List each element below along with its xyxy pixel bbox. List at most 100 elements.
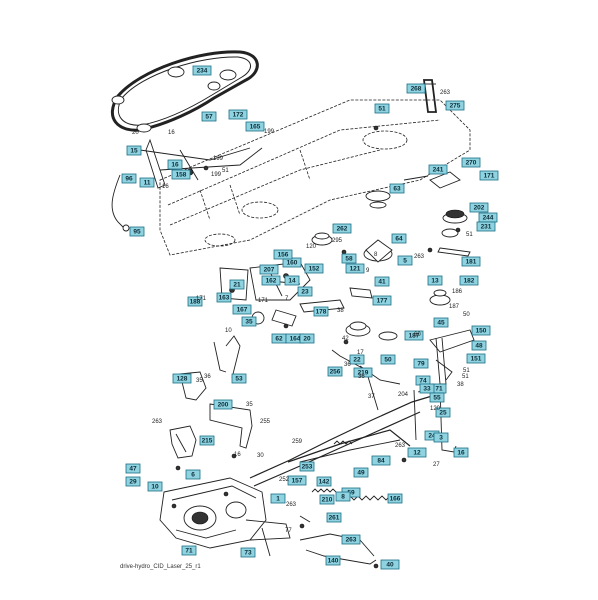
part-callout: 64: [391, 233, 407, 244]
part-number-label: 295: [332, 238, 343, 244]
part-callout: 181: [461, 256, 481, 267]
callout-number: 187: [409, 332, 420, 339]
part-callout: 47: [125, 463, 141, 474]
part-callout: 20: [299, 333, 315, 344]
callout-box: [192, 65, 212, 76]
callout-box: [216, 292, 232, 303]
part-callout: 48: [471, 340, 487, 351]
part-number-label: 259: [292, 439, 303, 445]
part-callout: 73: [240, 547, 256, 558]
callout-box: [419, 383, 435, 394]
callout-number: 41: [378, 278, 386, 285]
part-callout: 187: [404, 330, 424, 341]
callout-box: [435, 407, 451, 418]
callout-box: [349, 354, 365, 365]
part-number-label: 20: [132, 130, 139, 136]
part-callout: 71: [181, 545, 197, 556]
callout-box: [273, 249, 293, 260]
part-callout: 11: [139, 177, 155, 188]
right-linkage: [331, 329, 475, 453]
part-number-label: 77: [285, 528, 292, 534]
callout-number: 73: [244, 549, 252, 556]
callout-box: [213, 399, 233, 410]
callout-box: [129, 226, 145, 237]
callout-number: 24: [428, 432, 436, 439]
callout-number: 215: [202, 437, 213, 444]
callout-box: [147, 481, 163, 492]
callout-number: 58: [345, 255, 353, 262]
part-callout: 268: [406, 83, 426, 94]
callout-number: 50: [384, 356, 392, 363]
callout-box: [335, 491, 351, 502]
part-callout: 50: [380, 354, 396, 365]
callout-box: [126, 145, 142, 156]
part-number-label: 51: [222, 168, 229, 174]
callout-box: [429, 392, 445, 403]
part-number-label: 120: [306, 244, 317, 250]
callout-number: 156: [278, 251, 289, 258]
callout-number: 178: [316, 308, 327, 315]
callout-number: 256: [330, 368, 341, 375]
part-callout: 23: [297, 286, 313, 297]
part-callout: 41: [374, 276, 390, 287]
part-callout: 55: [429, 392, 445, 403]
callout-number: 253: [302, 463, 313, 470]
callout-number: 188: [190, 298, 201, 305]
callout-box: [380, 559, 400, 570]
part-number-label: 42: [342, 336, 349, 342]
part-callout: 79: [413, 358, 429, 369]
part-callout: 58: [341, 253, 357, 264]
part-callout: 45: [433, 317, 449, 328]
callout-box: [389, 183, 405, 194]
part-callout: 57: [201, 111, 217, 122]
callout-number: 158: [176, 171, 187, 178]
part-number-label: 263: [286, 502, 297, 508]
part-callout: 167: [232, 304, 252, 315]
part-number-label: 186: [452, 289, 463, 295]
part-callout: 25: [435, 407, 451, 418]
part-callout: 16: [167, 159, 183, 170]
part-callout: 253: [299, 461, 315, 472]
part-callout: 234: [192, 65, 212, 76]
callout-number: 128: [177, 375, 188, 382]
callout-number: 21: [233, 281, 241, 288]
part-number-label: 7: [285, 296, 289, 302]
callout-box: [201, 111, 217, 122]
callout-number: 207: [264, 266, 275, 273]
part-callout: 84: [371, 455, 391, 466]
callout-box: [471, 325, 491, 336]
callout-number: 261: [329, 514, 340, 521]
part-callout: 15: [126, 145, 142, 156]
callout-box: [229, 279, 245, 290]
callout-box: [353, 467, 369, 478]
callout-number: 275: [450, 102, 461, 109]
callout-number: 49: [357, 469, 365, 476]
part-number-label: 252: [279, 477, 290, 483]
callout-box: [476, 221, 496, 232]
part-number-label: 204: [398, 392, 409, 398]
callout-box: [270, 493, 286, 504]
part-callout: 262: [332, 223, 352, 234]
part-callout: 22: [349, 354, 365, 365]
callout-box: [261, 275, 281, 286]
idler-pulley: [219, 69, 237, 81]
part-number-label: 60: [414, 332, 421, 338]
idler-pulley: [167, 66, 185, 78]
callout-box: [459, 275, 479, 286]
part-callout: 142: [316, 476, 332, 487]
part-number-label: 51: [463, 368, 470, 374]
part-callout: 210: [319, 494, 335, 505]
part-callout: 163: [216, 292, 232, 303]
callout-box: [326, 512, 342, 523]
part-callout: 96: [121, 173, 137, 184]
part-number-label: 8: [374, 252, 378, 258]
callout-box: [228, 109, 248, 120]
part-callout: 13: [427, 275, 443, 286]
callout-box: [413, 358, 429, 369]
callout-box: [341, 253, 357, 264]
part-number-label: 199: [264, 129, 275, 135]
callout-box: [181, 545, 197, 556]
callout-number: 262: [337, 225, 348, 232]
part-callout: 10: [147, 481, 163, 492]
part-callout: 16: [453, 447, 469, 458]
